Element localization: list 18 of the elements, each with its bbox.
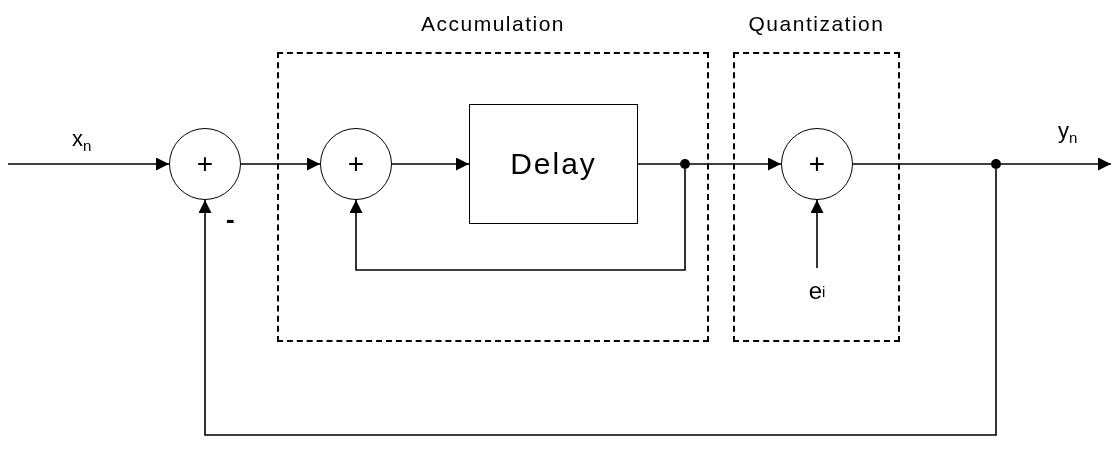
arrow [7, 157, 170, 171]
arrow [689, 157, 782, 171]
block-label: Delay [510, 149, 597, 179]
arrow [810, 199, 824, 269]
arrow [240, 157, 321, 171]
junction-dot [991, 159, 1001, 169]
process-box [469, 104, 638, 224]
arrow [198, 168, 997, 436]
arrow [349, 168, 686, 271]
group-title: Quantization [748, 12, 885, 36]
group-title: Accumulation [420, 12, 566, 36]
arrow [391, 157, 470, 171]
plus-sign: + [196, 150, 214, 178]
minus-sign: - [226, 206, 235, 232]
arrow [1000, 157, 1112, 171]
plus-sign: + [347, 150, 365, 178]
plus-sign: + [808, 150, 826, 178]
junction-dot [680, 159, 690, 169]
